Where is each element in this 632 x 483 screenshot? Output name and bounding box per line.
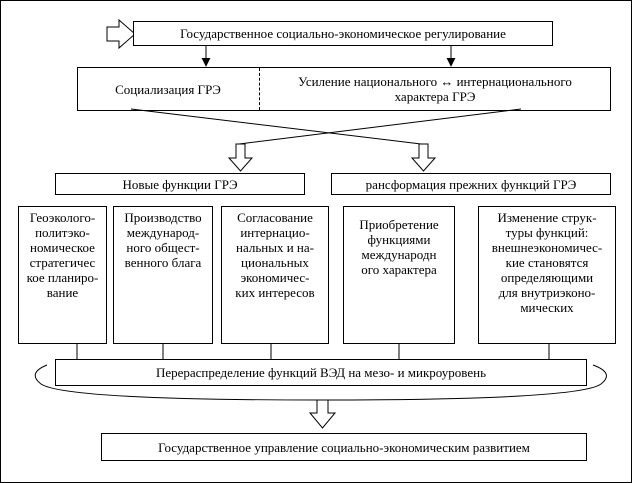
- node-redistribution: Перераспределение функций ВЭД на мезо- и…: [55, 359, 587, 386]
- node-function-geo: Геоэколого- политэко- номическое стратег…: [18, 206, 107, 344]
- node-transformation: рансформация прежних функций ГРЭ: [331, 173, 611, 195]
- hollow-arrow-right: [410, 143, 437, 172]
- node-function-coordination: Согласование интернацио- нальных и на- ц…: [221, 206, 329, 344]
- hollow-arrow-left: [227, 143, 254, 172]
- entry-hollow-arrow: [106, 18, 136, 50]
- node-socialization: Социализация ГРЭ: [115, 81, 221, 97]
- hollow-arrow-final: [308, 399, 337, 429]
- cross-line-right: [238, 108, 522, 145]
- node-state-management: Государственное управление социально-эко…: [101, 433, 587, 461]
- cross-line-left: [130, 108, 422, 145]
- node-function-acquisition: Приобретение функциями международн ого х…: [343, 206, 455, 344]
- group-second-row: [77, 67, 611, 111]
- dashed-divider: [259, 68, 260, 110]
- node-new-functions: Новые функции ГРЭ: [55, 173, 305, 195]
- node-state-regulation: Государственное социально-экономическое …: [133, 21, 553, 46]
- node-function-production: Производство международ- ного общест- ве…: [113, 206, 213, 344]
- node-strengthening: Усиление национального ↔ интернациональн…: [298, 74, 572, 104]
- node-function-structure: Изменение струк- туры функций: внешнеэко…: [478, 206, 616, 344]
